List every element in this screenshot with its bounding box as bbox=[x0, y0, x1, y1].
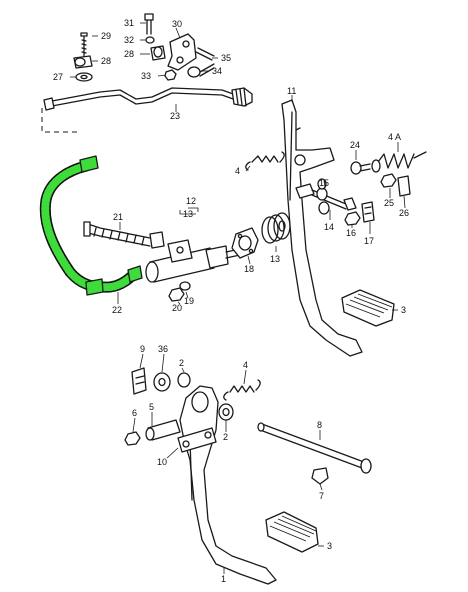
callout-35: 35 bbox=[221, 53, 231, 63]
nut-20 bbox=[168, 287, 185, 302]
callout-16: 16 bbox=[346, 228, 356, 238]
callout-28: 28 bbox=[124, 49, 134, 59]
callout-17: 17 bbox=[364, 236, 374, 246]
callout-4A: 4 A bbox=[388, 132, 401, 142]
nut-16 bbox=[344, 211, 361, 226]
callout-14: 14 bbox=[324, 222, 334, 232]
bushing-2-lower bbox=[218, 403, 234, 421]
pedal-pad-3-lower bbox=[265, 511, 319, 553]
callout-18: 18 bbox=[244, 264, 254, 274]
callout-1: 1 bbox=[221, 574, 226, 584]
seal-13 bbox=[261, 212, 291, 244]
callout-10: 10 bbox=[157, 457, 167, 467]
callout-3-lower: 3 bbox=[327, 541, 332, 551]
spring-4A bbox=[371, 151, 427, 173]
bolt-24 bbox=[350, 161, 371, 175]
bolt-34 bbox=[187, 63, 215, 78]
callout-21: 21 bbox=[113, 212, 123, 222]
pedal-arm-11 bbox=[281, 99, 363, 357]
callout-2-upper: 2 bbox=[179, 358, 184, 368]
callout-4-lower: 4 bbox=[243, 360, 248, 370]
clip-26 bbox=[397, 175, 411, 197]
hose-21 bbox=[83, 221, 165, 249]
callout-3-upper: 3 bbox=[401, 305, 406, 315]
callout-20: 20 bbox=[172, 303, 182, 313]
callout-2-lower: 2 bbox=[223, 432, 228, 442]
callout-23: 23 bbox=[170, 111, 180, 121]
callout-11: 11 bbox=[287, 86, 296, 96]
callout-12: 12 bbox=[186, 196, 196, 206]
pivot-bolt-assembly bbox=[295, 183, 357, 215]
spring-4-upper bbox=[245, 151, 285, 171]
callout-25: 25 bbox=[384, 198, 394, 208]
callout-29: 29 bbox=[101, 31, 111, 41]
bolt-31 bbox=[144, 13, 154, 35]
clip-9 bbox=[131, 367, 147, 395]
pin-5 bbox=[145, 419, 181, 441]
callout-5: 5 bbox=[149, 402, 154, 412]
callout-15: 15 bbox=[319, 178, 329, 188]
callout-32: 32 bbox=[124, 35, 134, 45]
callout-13: 13 bbox=[270, 254, 280, 264]
callout-19: 19 bbox=[184, 296, 194, 306]
bolt-29 bbox=[80, 32, 88, 57]
link-10 bbox=[177, 427, 217, 453]
callout-33: 33 bbox=[141, 71, 151, 81]
callout-8: 8 bbox=[317, 420, 322, 430]
nut-25 bbox=[380, 173, 397, 188]
callout-27: 27 bbox=[53, 72, 63, 82]
callout-7: 7 bbox=[319, 491, 324, 501]
callout-labels: 29 28 27 31 32 28 33 30 34 35 23 4 11 24… bbox=[53, 18, 409, 584]
callout-13-master: 13 bbox=[183, 209, 193, 219]
callout-28-left: 28 bbox=[101, 56, 111, 66]
callout-22: 22 bbox=[112, 305, 122, 315]
bracket-28-left bbox=[73, 55, 93, 69]
washer-27 bbox=[75, 72, 93, 82]
callout-4-upper: 4 bbox=[235, 166, 240, 176]
callout-34: 34 bbox=[212, 66, 222, 76]
callout-9: 9 bbox=[140, 344, 145, 354]
bushing-28 bbox=[150, 45, 166, 61]
master-cylinder-12 bbox=[145, 239, 241, 283]
gasket-18 bbox=[231, 227, 259, 259]
callout-31: 31 bbox=[124, 18, 134, 28]
bushing-2-upper bbox=[177, 372, 191, 388]
callout-36: 36 bbox=[158, 344, 168, 354]
nut-6 bbox=[124, 431, 141, 446]
callout-24: 24 bbox=[350, 140, 360, 150]
leader-lines bbox=[70, 22, 406, 574]
clip-17 bbox=[361, 201, 375, 223]
clip-32 bbox=[145, 36, 155, 44]
nut-33 bbox=[164, 69, 177, 81]
hydraulic-line-23 bbox=[43, 87, 253, 111]
washer-19 bbox=[179, 281, 191, 291]
callout-30: 30 bbox=[172, 19, 182, 29]
bracket-30 bbox=[167, 33, 197, 71]
bushing-7 bbox=[311, 467, 329, 485]
brake-hose-22-highlighted bbox=[39, 155, 143, 296]
dashed-connection bbox=[41, 108, 80, 133]
shaft-8 bbox=[257, 422, 372, 474]
callout-26: 26 bbox=[399, 208, 409, 218]
bolt-35 bbox=[195, 47, 215, 61]
callout-6: 6 bbox=[132, 408, 137, 418]
pedal-pad-3-upper bbox=[341, 289, 395, 327]
spring-4-lower bbox=[223, 379, 261, 401]
washer-36 bbox=[153, 372, 171, 392]
